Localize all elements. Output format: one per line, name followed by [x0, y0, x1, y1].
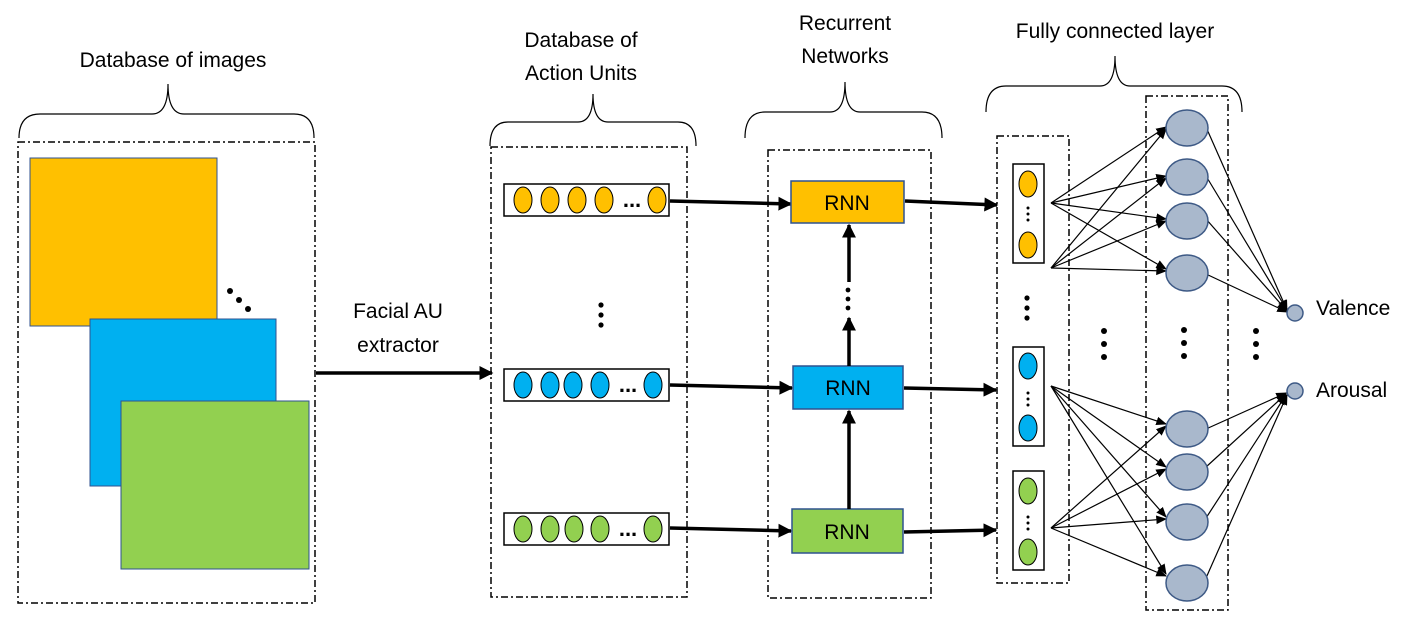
fc-input-vector-green — [1012, 470, 1045, 571]
fc-input-vector-orange — [1012, 163, 1045, 264]
fc-input-node — [1018, 352, 1038, 380]
fc-input-node — [1018, 477, 1038, 505]
database-au-brace — [489, 93, 697, 147]
rnn-to-fc-arrow-orange — [904, 197, 999, 212]
rnn-cell-blue: RNN — [792, 365, 904, 410]
orange-image — [29, 157, 218, 327]
rnn-to-fc-arrow-green — [903, 523, 998, 538]
recurrent-title-line1: Recurrent — [799, 12, 891, 35]
extractor-label-line2: extractor — [357, 334, 439, 357]
au-node — [564, 515, 584, 543]
au-to-rnn-arrow-orange — [669, 196, 793, 211]
au-node — [590, 515, 610, 543]
arousal-label: Arousal — [1316, 379, 1387, 402]
database-images-brace — [18, 83, 315, 139]
rnn-vertical-dots — [845, 287, 851, 311]
fc-hidden-frame — [1145, 95, 1229, 611]
fc-input-node — [1018, 231, 1038, 259]
fc-input-vector-blue — [1012, 346, 1045, 447]
au-node — [590, 371, 610, 399]
au-node — [567, 186, 587, 214]
valence-label: Valence — [1316, 297, 1390, 320]
fc-input-vertical-dots — [1024, 295, 1030, 321]
image-stack-ellipsis — [227, 288, 251, 312]
rnn-cell-orange: RNN — [790, 180, 905, 224]
fc-input-frame — [996, 135, 1070, 584]
au-to-rnn-arrow-green — [669, 523, 793, 538]
au-node — [594, 186, 614, 214]
rnn-cell-green: RNN — [791, 508, 904, 554]
database-images-frame — [17, 141, 316, 604]
green-image — [120, 400, 310, 570]
au-node — [647, 186, 667, 214]
recurrent-frame — [767, 149, 932, 599]
fc-hidden-node — [1165, 254, 1209, 292]
recurrent-title-line2: Networks — [801, 45, 889, 68]
au-node — [513, 515, 533, 543]
au-node — [540, 515, 560, 543]
fc-input-node — [1018, 538, 1038, 566]
au-ellipsis: ... — [619, 516, 637, 541]
fc-input-node — [1018, 170, 1038, 198]
fully-connected-title: Fully connected layer — [1016, 20, 1214, 43]
fc-hidden-node — [1165, 453, 1209, 491]
rnn-label: RNN — [824, 192, 870, 215]
database-au-title-line2: Action Units — [525, 62, 637, 85]
fc-hidden-node — [1165, 202, 1209, 240]
fc-connections-bottom — [1050, 385, 1168, 577]
au-node — [540, 371, 560, 399]
au-ellipsis: ... — [619, 372, 637, 397]
database-au-frame — [490, 146, 688, 598]
recurrent-brace — [744, 81, 943, 139]
fc-hidden-node — [1165, 109, 1209, 147]
fc-input-node — [1018, 414, 1038, 442]
fc-hidden-node — [1165, 503, 1209, 541]
fc-hidden-node — [1165, 158, 1209, 196]
au-node — [563, 371, 583, 399]
extractor-label-line1: Facial AU — [353, 300, 443, 323]
au-vector-blue: ... — [503, 368, 670, 402]
database-au-title-line1: Database of — [524, 29, 637, 52]
au-vector-orange: ... — [503, 183, 670, 217]
au-node — [643, 371, 663, 399]
arousal-output-node — [1286, 382, 1304, 400]
database-images-title: Database of images — [80, 49, 267, 72]
fc-hidden-node — [1165, 410, 1209, 448]
valence-output-node — [1286, 304, 1304, 322]
fc-hidden-nodes — [1165, 109, 1209, 602]
au-vector-green: ... — [503, 512, 670, 546]
fully-connected-brace — [985, 55, 1243, 113]
fc-connections-top — [1050, 126, 1168, 276]
rnn-to-fc-arrow-blue — [903, 382, 998, 397]
au-to-rnn-arrow-blue — [669, 380, 794, 395]
au-node — [513, 186, 533, 214]
au-node — [643, 515, 663, 543]
rnn-label: RNN — [825, 377, 871, 400]
fc-connections-output — [1205, 126, 1288, 579]
au-vectors-vertical-dots — [598, 302, 604, 328]
rnn-label: RNN — [824, 521, 870, 544]
au-ellipsis: ... — [623, 187, 641, 212]
fc-hidden-node — [1165, 564, 1209, 602]
au-node — [540, 186, 560, 214]
au-node — [513, 371, 533, 399]
fc-middle-dots — [1101, 327, 1259, 360]
